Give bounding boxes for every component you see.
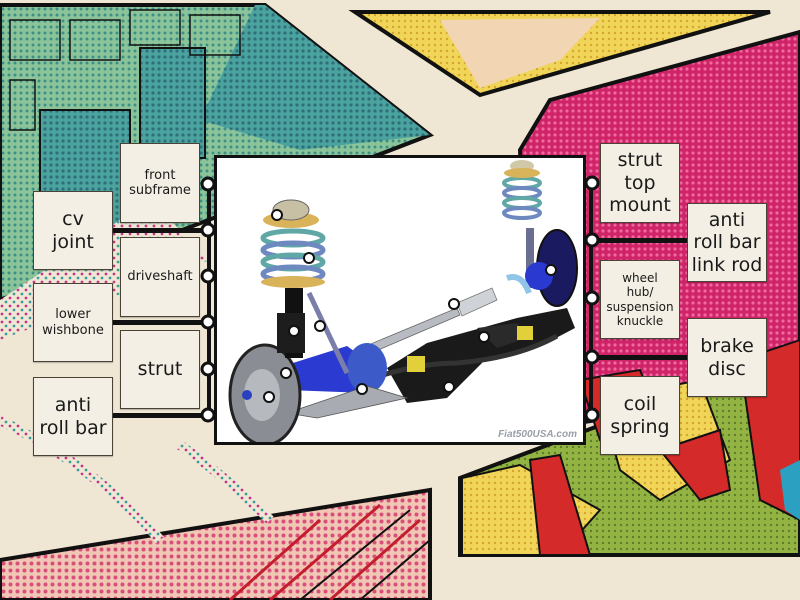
- suspension-illustration: [228, 160, 578, 442]
- pin-left-4[interactable]: [200, 314, 216, 330]
- pin-left-6[interactable]: [200, 407, 216, 423]
- pin-right-5[interactable]: [584, 407, 600, 423]
- pin-right-4[interactable]: [584, 349, 600, 365]
- pin-right-1[interactable]: [584, 175, 600, 191]
- pin-left-5[interactable]: [200, 361, 216, 377]
- label-coil-spring[interactable]: coil spring: [600, 376, 680, 455]
- label-front-subframe[interactable]: front subframe: [120, 143, 200, 223]
- label-strut-top-mount[interactable]: strut top mount: [600, 143, 680, 223]
- pin-right-2[interactable]: [584, 232, 600, 248]
- label-brake-disc[interactable]: brake disc: [687, 318, 767, 397]
- hotspot-anti-roll-bar[interactable]: [478, 331, 490, 343]
- hotspot-wheel-hub[interactable]: [545, 264, 557, 276]
- hotspot-lower-wishbone[interactable]: [356, 383, 368, 395]
- hotspot-coil-spring[interactable]: [303, 252, 315, 264]
- connector-brake-disc: [593, 355, 687, 360]
- connector-anti-roll-bar-link-rod: [593, 238, 687, 243]
- label-driveshaft[interactable]: driveshaft: [120, 237, 200, 317]
- hotspot-strut-top-mount[interactable]: [271, 209, 283, 221]
- label-lower-wishbone[interactable]: lower wishbone: [33, 283, 113, 362]
- pin-right-3[interactable]: [584, 290, 600, 306]
- label-strut[interactable]: strut: [120, 330, 200, 409]
- label-wheel-hub-suspension-knuckle[interactable]: wheel hub/ suspension knuckle: [600, 260, 680, 339]
- pin-left-3[interactable]: [200, 268, 216, 284]
- label-anti-roll-bar[interactable]: anti roll bar: [33, 377, 113, 456]
- pin-left-1[interactable]: [200, 176, 216, 192]
- hotspot-cv-joint[interactable]: [280, 367, 292, 379]
- connector-cv-joint: [112, 228, 207, 233]
- hotspot-subframe[interactable]: [443, 381, 455, 393]
- label-cv-joint[interactable]: cv joint: [33, 191, 113, 270]
- connector-lower-wishbone: [112, 320, 207, 325]
- hotspot-strut[interactable]: [288, 325, 300, 337]
- hotspot-brake-disc[interactable]: [263, 391, 275, 403]
- suspension-diagram: Fiat500USA.com: [214, 155, 586, 445]
- connector-anti-roll-bar: [112, 413, 207, 418]
- hotspot-driveshaft[interactable]: [448, 298, 460, 310]
- pin-left-2[interactable]: [200, 222, 216, 238]
- label-anti-roll-bar-link-rod[interactable]: anti roll bar link rod: [687, 203, 767, 282]
- hotspot-link-rod[interactable]: [314, 320, 326, 332]
- image-credit: Fiat500USA.com: [498, 429, 577, 440]
- left-pin-rail: [207, 180, 211, 420]
